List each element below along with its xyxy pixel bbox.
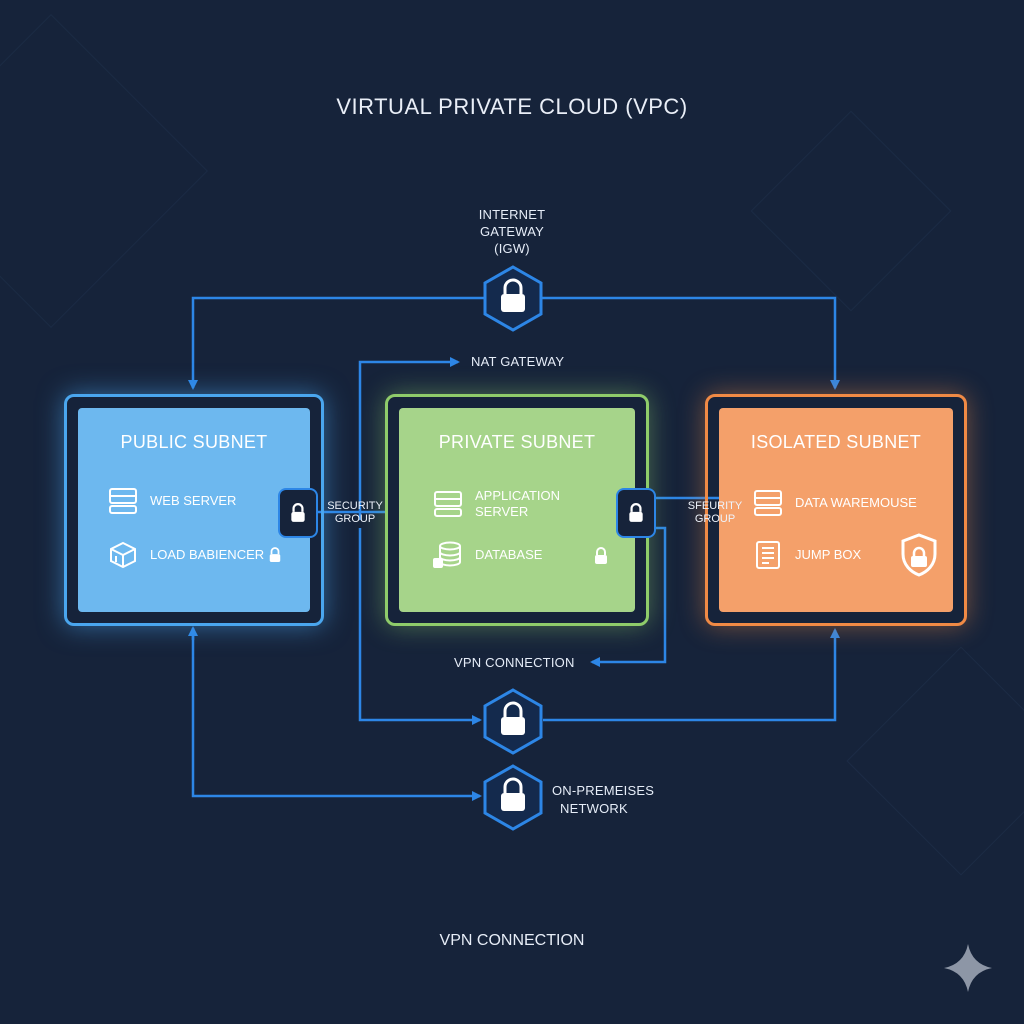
item-label: LOAD BABIENCER [150, 547, 265, 562]
subnet-title: ISOLATED SUBNET [750, 432, 922, 452]
item-label: DATA WAREMOUSE [795, 495, 917, 510]
vpn-to-isolated-line [543, 628, 840, 722]
private-subnet[interactable]: PRIVATE SUBNET APPLICATION SERVER DATABA… [385, 394, 649, 626]
public-to-onprem-line [191, 630, 482, 801]
igw-to-public-line [188, 296, 487, 390]
security-group-2-connector-lower [590, 526, 667, 667]
item-label: JUMP BOX [795, 547, 862, 562]
server-icon [434, 491, 462, 517]
nat-gateway-label: NAT GATEWAY [471, 354, 565, 369]
lock-icon [501, 278, 525, 312]
on-premises-label: ON-PREMEISES NETWORK [552, 783, 655, 816]
load-balancer-icon [110, 541, 136, 569]
lock-icon [501, 777, 525, 811]
item-label: DATABASE [475, 547, 543, 562]
security-group-2-label: SFEURITY GROUP [687, 500, 743, 525]
lock-icon [291, 503, 305, 522]
server-icon [109, 488, 137, 514]
web-server-item[interactable]: WEB SERVER [108, 486, 236, 516]
security-group-1-label: SECURITY GROUP [327, 500, 383, 525]
database-item[interactable]: DATABASE [433, 540, 542, 570]
security-group-2-node[interactable] [616, 488, 656, 538]
lock-icon [595, 547, 607, 564]
security-group-1-node[interactable] [278, 488, 318, 538]
application-server-item[interactable]: APPLICATION SERVER [433, 488, 560, 520]
data-warehouse-item[interactable]: DATA WAREMOUSE [753, 488, 917, 518]
lock-icon [629, 503, 643, 522]
public-subnet[interactable]: PUBLIC SUBNET WEB SERVER LOAD BABIENCER [64, 394, 324, 626]
document-icon [756, 541, 780, 569]
database-icon [433, 541, 461, 568]
internet-gateway-label: INTERNET GATEWAY (IGW) [478, 207, 546, 256]
server-icon [754, 490, 782, 516]
subnet-title: PUBLIC SUBNET [120, 432, 268, 452]
lock-icon [269, 547, 281, 562]
load-balancer-item[interactable]: LOAD BABIENCER [108, 540, 282, 570]
nat-gateway-line [358, 357, 460, 520]
sparkle-icon [944, 944, 992, 992]
footer-label: VPN CONNECTION [439, 932, 585, 949]
isolated-subnet[interactable]: ISOLATED SUBNET DATA WAREMOUSE JUMP BOX [705, 394, 967, 626]
igw-to-isolated-line [541, 296, 840, 390]
sg1-to-vpn-line [358, 528, 482, 725]
page-title: VIRTUAL PRIVATE CLOUD (VPC) [336, 94, 688, 119]
item-label: WEB SERVER [150, 493, 237, 508]
lock-icon [501, 701, 525, 735]
private-subnet-panel: PRIVATE SUBNET APPLICATION SERVER DATABA… [399, 408, 635, 612]
public-subnet-panel: PUBLIC SUBNET WEB SERVER LOAD BABIENCER [78, 408, 310, 612]
item-label: APPLICATION SERVER [475, 488, 561, 519]
jump-box-item[interactable]: JUMP BOX [753, 540, 861, 570]
vpn-connection-label: VPN CONNECTION [454, 655, 575, 670]
subnet-title: PRIVATE SUBNET [438, 432, 596, 452]
isolated-subnet-panel: ISOLATED SUBNET DATA WAREMOUSE JUMP BOX [719, 408, 953, 612]
shield-icon [901, 533, 937, 577]
